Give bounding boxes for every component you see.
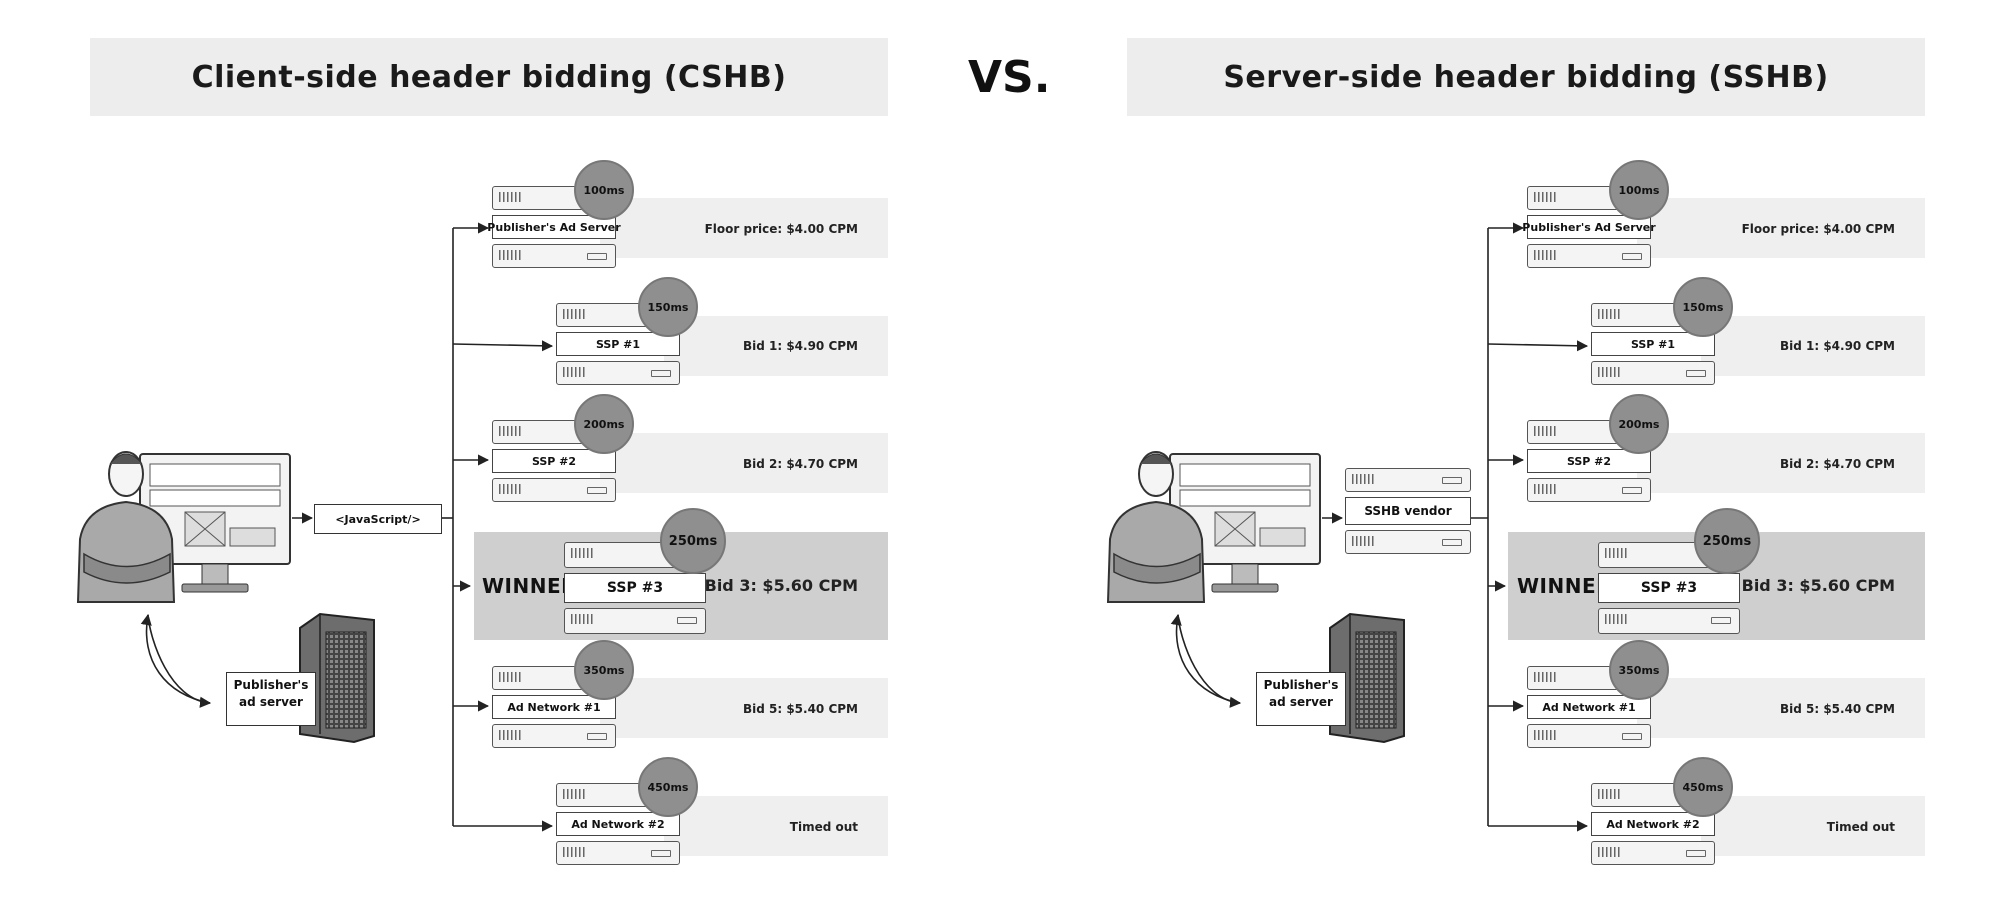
javascript-tag-box: <JavaScript/> <box>314 504 442 534</box>
server-label: SSP #1 <box>556 332 680 356</box>
computer-monitor-icon <box>139 453 291 593</box>
latency-badge: 200ms <box>574 394 634 454</box>
row-background <box>1701 796 1925 856</box>
winner-result: Bid 3: $5.60 CPM <box>704 576 858 595</box>
row-background <box>1637 678 1925 738</box>
latency-badge: 250ms <box>1694 508 1760 574</box>
row-background <box>1637 433 1925 493</box>
row-result: Floor price: $4.00 CPM <box>704 222 858 236</box>
server-tower-icon <box>1329 612 1405 744</box>
computer-monitor-icon <box>1169 453 1321 593</box>
panel-title: Server-side header bidding (SSHB) <box>1127 38 1925 116</box>
server-label: SSP #3 <box>564 573 706 603</box>
publisher-ad-server-box: Publisher's ad server <box>226 672 316 726</box>
row-background <box>1637 198 1925 258</box>
vs-label: VS. <box>968 52 1051 103</box>
latency-badge: 100ms <box>1609 160 1669 220</box>
row-background <box>600 198 888 258</box>
row-result: Timed out <box>1826 820 1895 834</box>
row-result: Bid 5: $5.40 CPM <box>1779 702 1895 716</box>
latency-badge: 150ms <box>638 277 698 337</box>
publisher-box-line: Publisher's <box>1263 678 1339 692</box>
row-background <box>664 316 888 376</box>
sshb-vendor-label: SSHB vendor <box>1345 497 1471 525</box>
publisher-box-line: ad server <box>1269 695 1333 709</box>
row-background <box>600 433 888 493</box>
latency-badge: 450ms <box>1673 757 1733 817</box>
latency-badge: 100ms <box>574 160 634 220</box>
server-tower-icon <box>299 612 375 744</box>
latency-badge: 250ms <box>660 508 726 574</box>
row-background <box>600 678 888 738</box>
row-background <box>664 796 888 856</box>
winner-label: WINNER <box>482 574 578 598</box>
latency-badge: 450ms <box>638 757 698 817</box>
person-icon <box>1106 451 1206 603</box>
panel-title: Client-side header bidding (CSHB) <box>90 38 888 116</box>
person-icon <box>76 451 176 603</box>
winner-label: WINNER <box>1517 574 1613 598</box>
row-result: Bid 1: $4.90 CPM <box>1779 339 1895 353</box>
server-label: Publisher's Ad Server <box>1522 215 1656 239</box>
connector-lines <box>140 222 554 832</box>
row-result: Bid 1: $4.90 CPM <box>742 339 858 353</box>
publisher-box-line: ad server <box>239 695 303 709</box>
row-result: Floor price: $4.00 CPM <box>1741 222 1895 236</box>
row-background <box>1701 316 1925 376</box>
publisher-box-line: Publisher's <box>233 678 309 692</box>
latency-badge: 200ms <box>1609 394 1669 454</box>
server-side-panel: Server-side header bidding (SSHB) Floor … <box>1030 0 2000 909</box>
winner-result: Bid 3: $5.60 CPM <box>1741 576 1895 595</box>
connector-lines <box>1170 222 1589 832</box>
client-side-panel: Client-side header bidding (CSHB) Floor … <box>76 38 888 865</box>
row-result: Timed out <box>789 820 858 834</box>
publisher-ad-server-box: Publisher's ad server <box>1256 672 1346 726</box>
latency-badge: 150ms <box>1673 277 1733 337</box>
row-result: Bid 5: $5.40 CPM <box>742 702 858 716</box>
row-result: Bid 2: $4.70 CPM <box>742 457 858 471</box>
server-label: SSP #3 <box>1598 573 1740 603</box>
latency-badge: 350ms <box>1609 640 1669 700</box>
row-result: Bid 2: $4.70 CPM <box>1779 457 1895 471</box>
latency-badge: 350ms <box>574 640 634 700</box>
